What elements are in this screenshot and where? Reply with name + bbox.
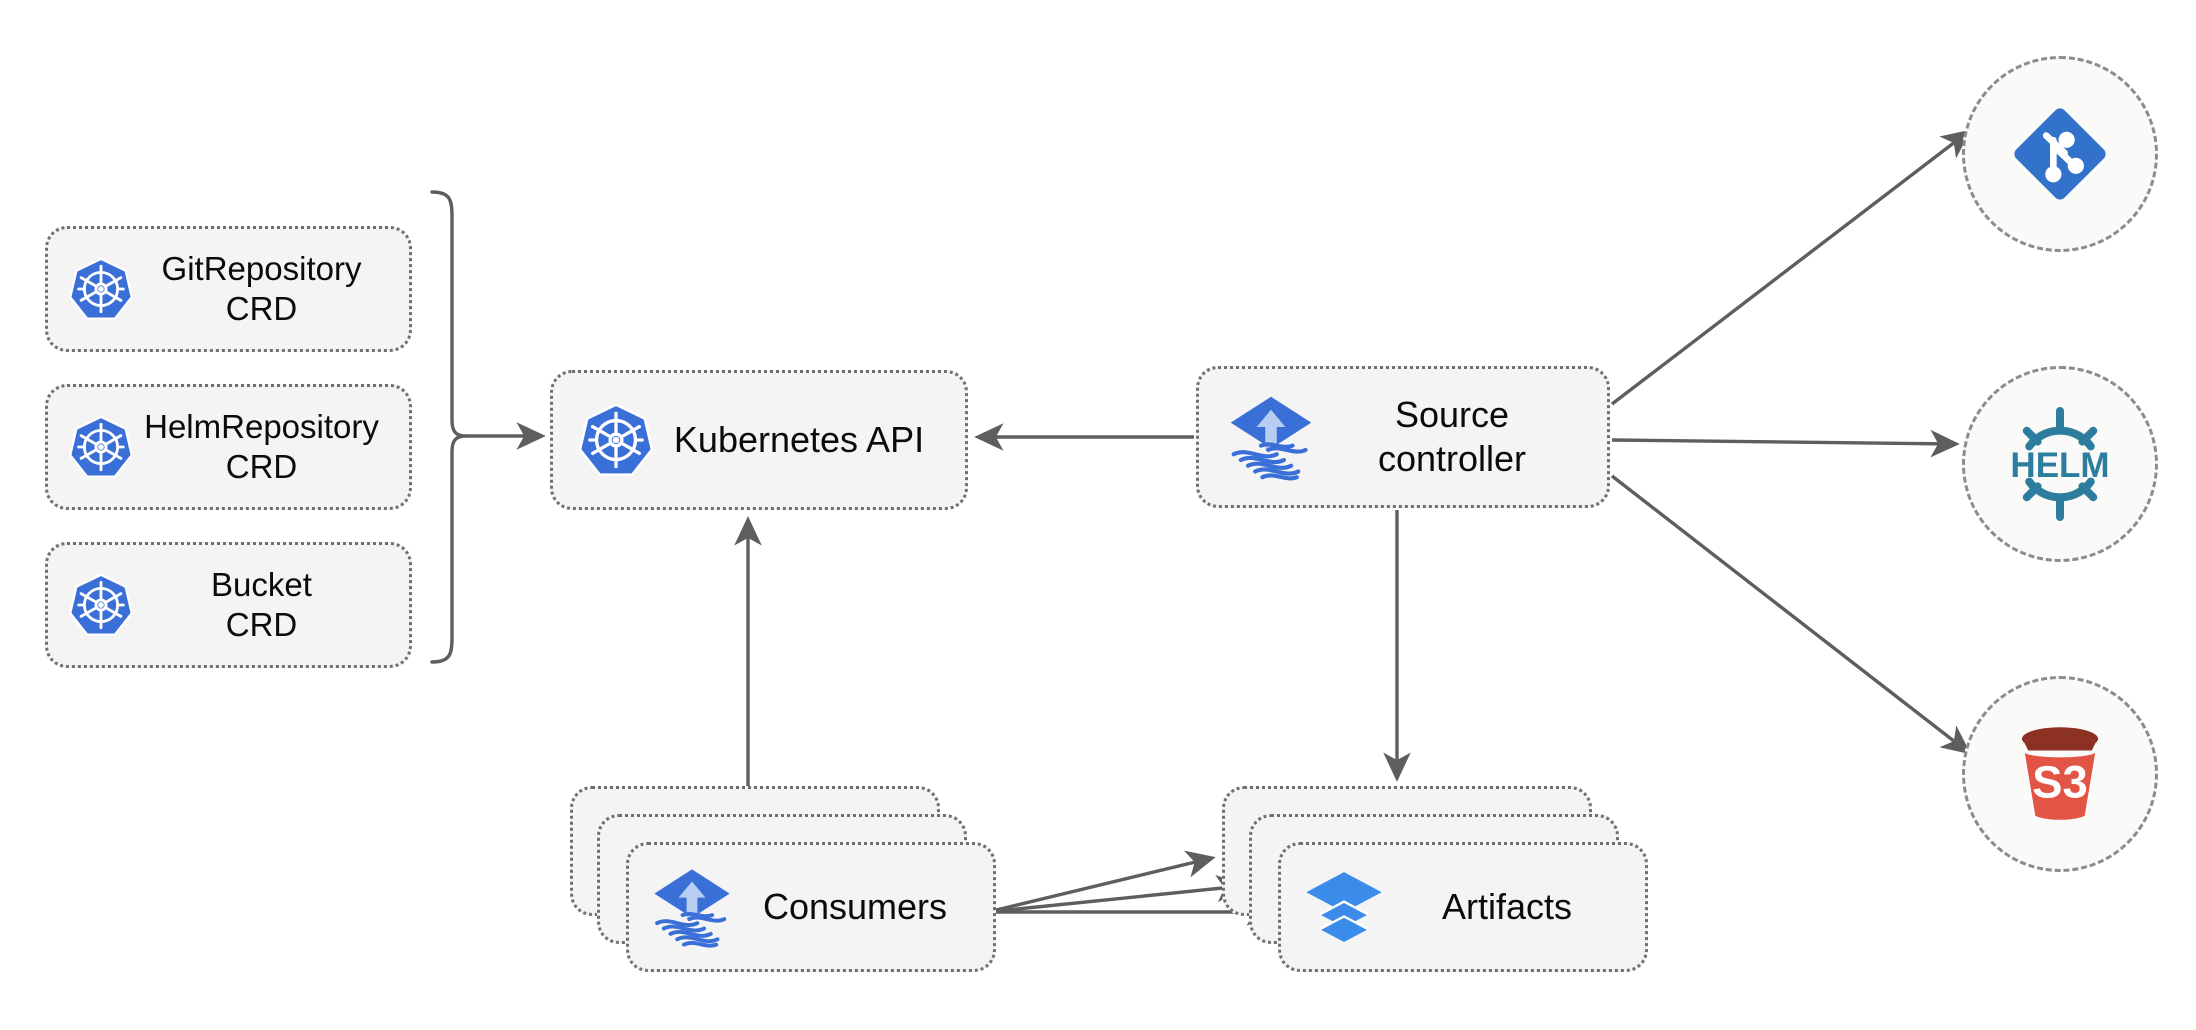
flux-icon bbox=[1225, 391, 1317, 483]
crd-card-helmrepository[interactable]: HelmRepository CRD bbox=[45, 384, 412, 510]
s3-wordmark: S3 bbox=[2032, 757, 2087, 808]
edge-controller-to-helm bbox=[1611, 429, 1960, 458]
node-source-controller[interactable]: Source controller bbox=[1196, 366, 1610, 508]
kubernetes-icon bbox=[66, 254, 136, 324]
crd-label: GitRepository CRD bbox=[161, 249, 362, 327]
node-kubernetes-api[interactable]: Kubernetes API bbox=[550, 370, 968, 510]
kubernetes-icon bbox=[66, 412, 136, 482]
crd-card-gitrepository[interactable]: GitRepository CRD bbox=[45, 226, 412, 352]
crd-card-bucket[interactable]: Bucket CRD bbox=[45, 542, 412, 668]
node-label: Consumers bbox=[762, 886, 948, 928]
helm-icon: HELM bbox=[1996, 400, 2124, 528]
node-label: Artifacts bbox=[1441, 886, 1573, 928]
consumers-stack-card-front[interactable]: Consumers bbox=[626, 842, 996, 972]
layers-icon bbox=[1301, 864, 1387, 950]
edge-controller-to-git bbox=[1610, 129, 1972, 406]
node-artifacts[interactable]: Artifacts bbox=[1222, 786, 1652, 976]
kubernetes-icon bbox=[575, 399, 657, 481]
node-label: Kubernetes API bbox=[673, 419, 925, 461]
kubernetes-icon bbox=[66, 570, 136, 640]
endpoint-git[interactable] bbox=[1962, 56, 2158, 252]
flux-icon bbox=[649, 864, 735, 950]
helm-wordmark: HELM bbox=[2010, 446, 2109, 485]
artifacts-stack-card-front[interactable]: Artifacts bbox=[1278, 842, 1648, 972]
edge-controller-to-s3 bbox=[1610, 474, 1972, 755]
git-icon bbox=[2001, 95, 2119, 213]
crd-group-brace bbox=[430, 190, 468, 664]
endpoint-s3[interactable]: S3 bbox=[1962, 676, 2158, 872]
node-label: Source controller bbox=[1377, 394, 1527, 479]
endpoint-helm[interactable]: HELM bbox=[1962, 366, 2158, 562]
crd-label: HelmRepository CRD bbox=[144, 407, 379, 485]
node-consumers[interactable]: Consumers bbox=[570, 786, 1000, 976]
crd-label: Bucket CRD bbox=[211, 565, 312, 643]
s3-bucket-icon: S3 bbox=[2002, 716, 2118, 832]
